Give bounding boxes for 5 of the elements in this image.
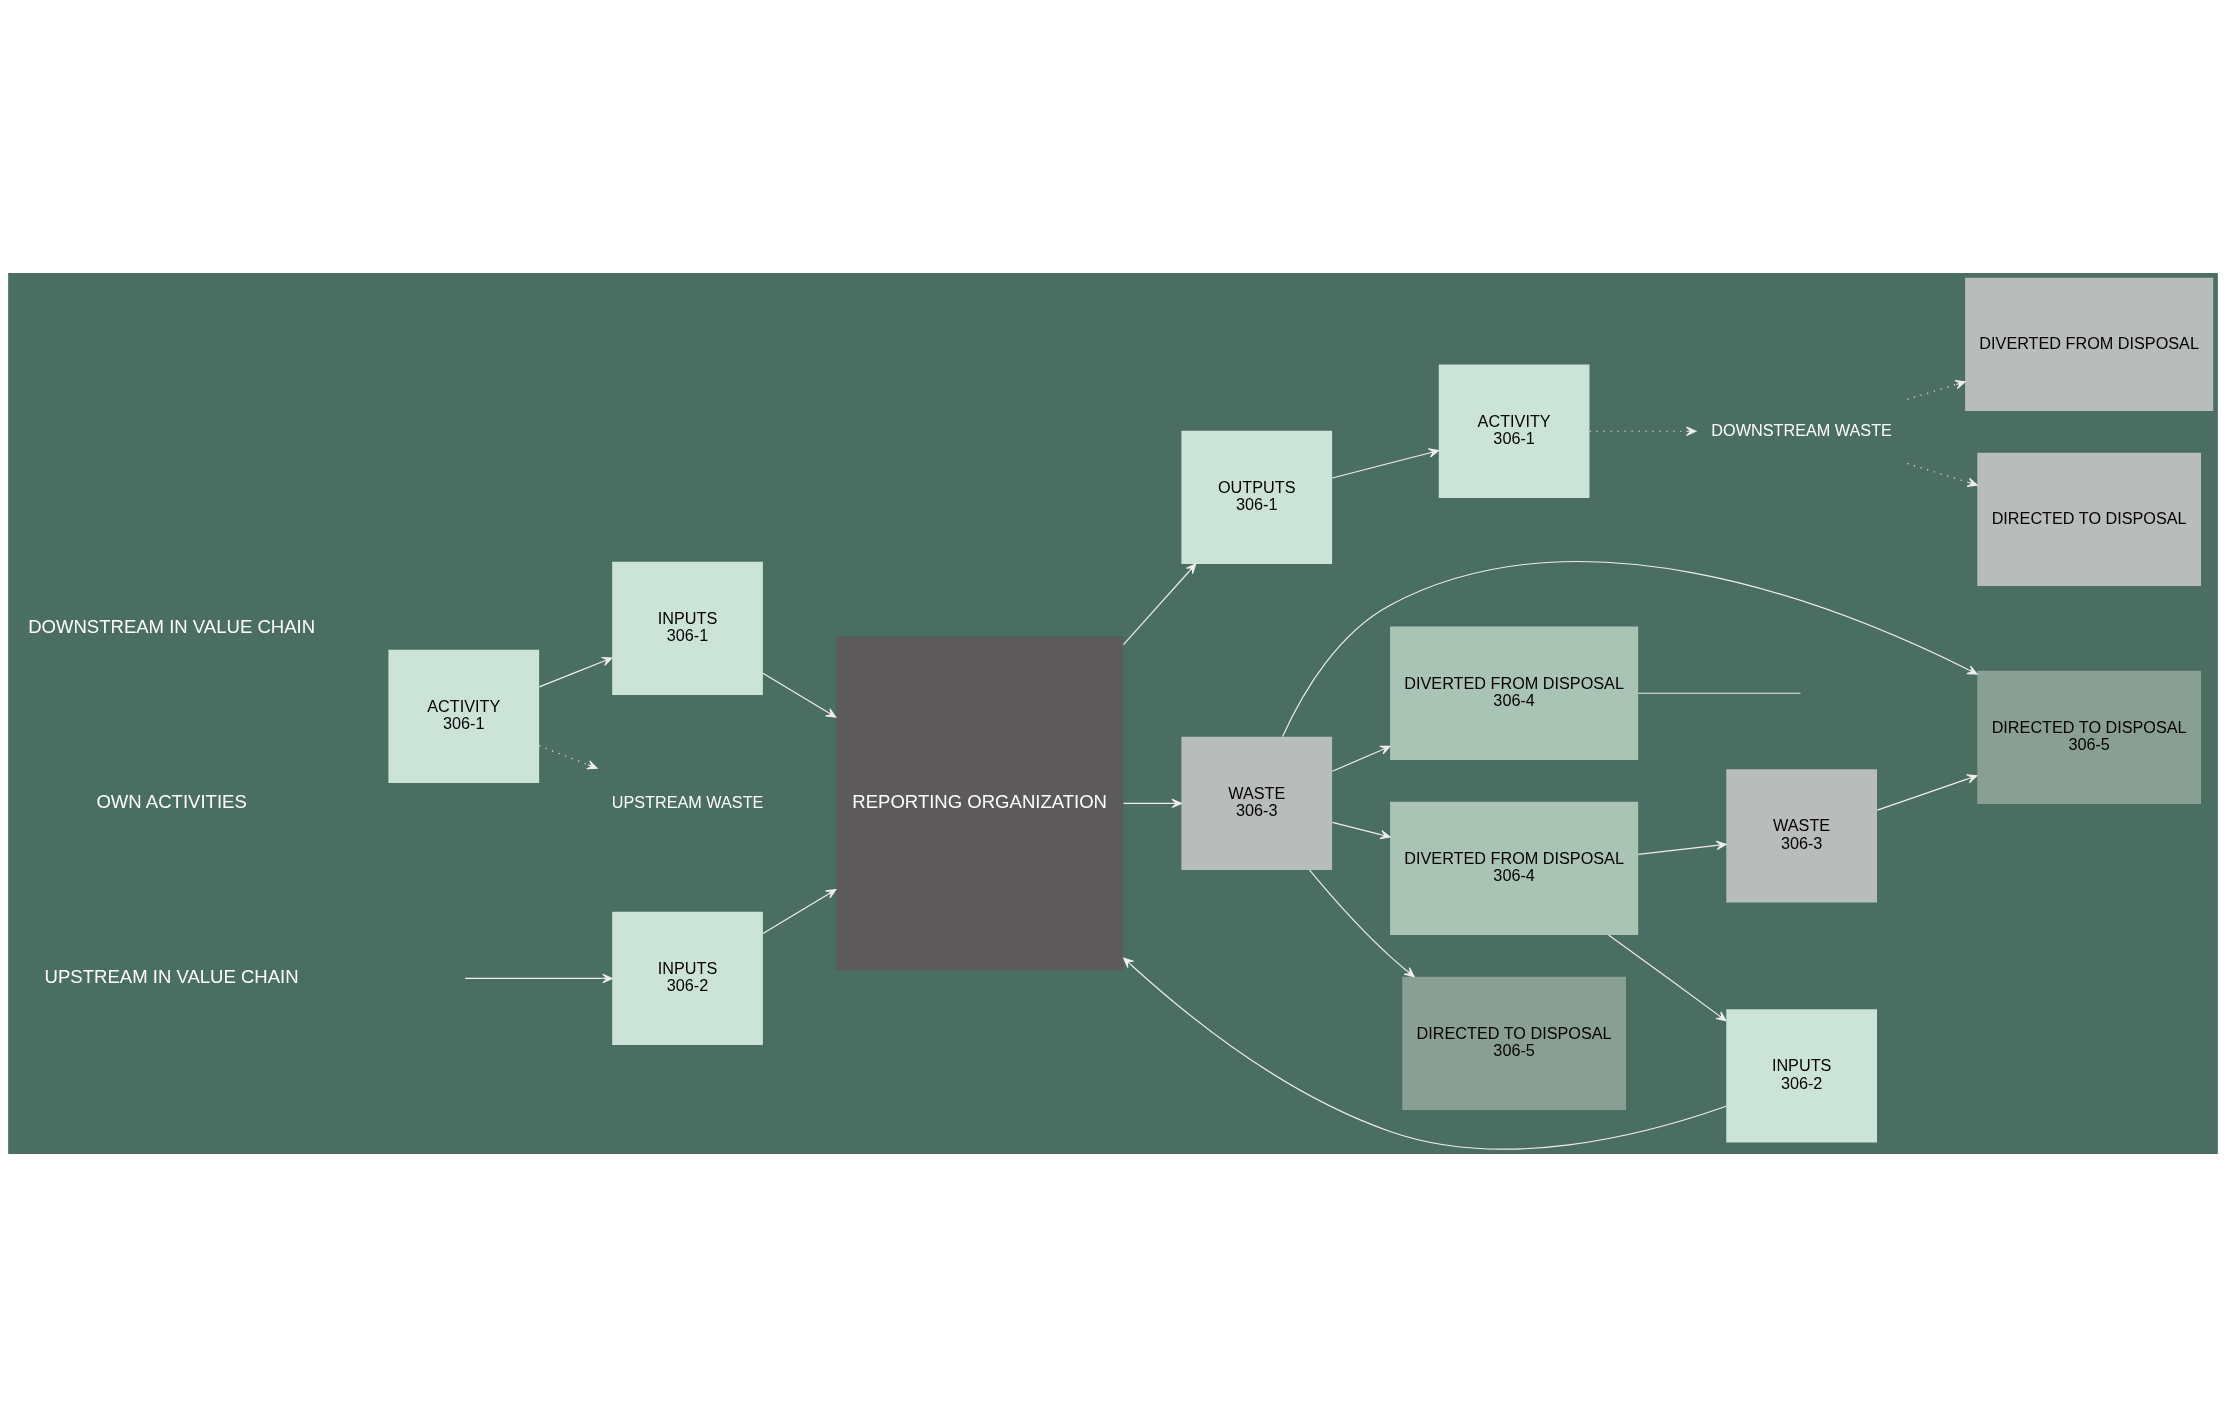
- label: UPSTREAM IN VALUE CHAIN: [44, 965, 299, 987]
- label: OWN ACTIVITIES: [96, 790, 247, 812]
- node-text: DOWNSTREAM WASTE: [1711, 420, 1892, 439]
- label: DOWNSTREAM IN VALUE CHAIN: [28, 615, 316, 637]
- node-text: UPSTREAM WASTE: [611, 792, 764, 811]
